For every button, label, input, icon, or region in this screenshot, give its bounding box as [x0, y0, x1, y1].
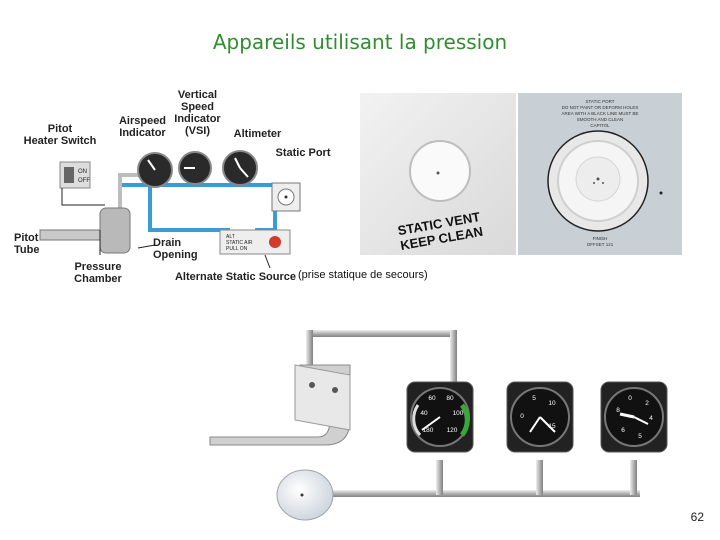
svg-text:40: 40 [420, 410, 428, 417]
svg-text:8: 8 [616, 407, 620, 414]
svg-text:180: 180 [423, 427, 434, 434]
svg-text:4: 4 [649, 415, 653, 422]
svg-text:CAPITOL: CAPITOL [590, 123, 610, 128]
pitot-lines [120, 175, 140, 210]
svg-text:SMOOTH AND CLEAN: SMOOTH AND CLEAN [577, 117, 624, 122]
page-number: 62 [691, 510, 704, 524]
svg-text:0: 0 [520, 413, 524, 420]
airspeed-gauge-small [138, 153, 172, 187]
svg-text:STATIC PORT: STATIC PORT [585, 99, 614, 104]
svg-text:PULL ON: PULL ON [226, 246, 248, 252]
svg-text:2: 2 [645, 400, 649, 407]
svg-text:0: 0 [628, 395, 632, 402]
svg-text:DO NOT PAINT OR DEFORM HOLES: DO NOT PAINT OR DEFORM HOLES [562, 105, 639, 110]
alt-static-source: ALT STATIC AIR PULL ON [220, 230, 290, 254]
svg-text:AREA WITH A BLACK LINE MUST BE: AREA WITH A BLACK LINE MUST BE [562, 111, 639, 116]
switch-on-label: ON [78, 169, 87, 175]
static-pipe [320, 460, 640, 497]
airspeed-indicator-3d [407, 382, 473, 452]
label-altimeter: Altimeter [230, 128, 285, 140]
pitot-tube-3d [210, 365, 350, 445]
static-port-disk [277, 470, 333, 520]
svg-text:FINISH: FINISH [593, 236, 608, 241]
alt-static-caption: (prise statique de secours) [298, 269, 428, 281]
svg-text:5: 5 [532, 395, 536, 402]
svg-text:15: 15 [548, 423, 556, 430]
switch-off-label: OFF [78, 178, 90, 184]
static-port-small [272, 183, 300, 211]
svg-text:80: 80 [446, 395, 454, 402]
label-alternate-static-source: Alternate Static Source [173, 271, 298, 283]
svg-text:120: 120 [447, 427, 458, 434]
svg-text:10: 10 [548, 400, 556, 407]
svg-text:5: 5 [638, 433, 642, 440]
static-port-photo: STATIC PORT DO NOT PAINT OR DEFORM HOLES… [518, 93, 682, 255]
svg-text:OFFSET 121: OFFSET 121 [587, 242, 614, 247]
label-static-port: Static Port [273, 147, 333, 159]
svg-text:6: 6 [621, 427, 625, 434]
vsi-gauge-small [179, 152, 211, 184]
pitot-static-3d: 60 80 40 100 180 120 5 10 0 15 0 2 8 4 6 5 [200, 320, 690, 535]
svg-text:100: 100 [453, 410, 464, 417]
slide-title: Appareils utilisant la pression [0, 30, 720, 54]
static-vent-photo: STATIC VENT KEEP CLEAN [360, 93, 516, 255]
altimeter-3d [601, 382, 667, 452]
vsi-3d [507, 382, 573, 452]
altimeter-gauge-small [223, 151, 257, 185]
svg-text:60: 60 [428, 395, 436, 402]
